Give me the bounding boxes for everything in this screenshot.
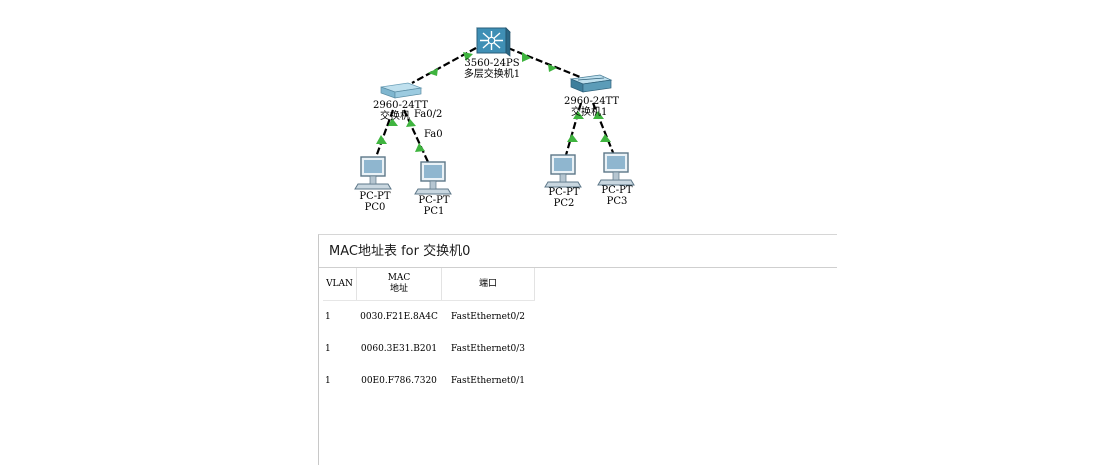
cell-port: FastEthernet0/1 — [450, 376, 526, 386]
table-row[interactable]: 1 0060.3E31.B201 FastEthernet0/3 — [323, 333, 535, 365]
cell-vlan: 1 — [325, 312, 331, 322]
column-header-mac-line2: 地址 — [389, 284, 408, 294]
switch0-model-label: 2960-24TT — [373, 100, 428, 111]
ml-switch-model: 3560-24PS — [464, 58, 519, 69]
pc1-model: PC-PT — [418, 195, 449, 206]
switch1-model-label: 2960-24TT — [564, 96, 619, 107]
switch-icon[interactable] — [380, 82, 423, 99]
cable-ml-switch-switch1[interactable] — [507, 46, 586, 81]
pc-icon[interactable] — [597, 152, 635, 186]
cell-mac: 0030.F21E.8A4C — [360, 312, 438, 322]
link-up-indicator — [567, 134, 578, 142]
cell-mac: 0060.3E31.B201 — [360, 344, 438, 354]
link-up-indicator — [376, 135, 387, 144]
pc1-name: PC1 — [424, 206, 445, 217]
pc-icon[interactable] — [414, 161, 452, 195]
cell-port: FastEthernet0/2 — [450, 312, 526, 322]
cell-vlan: 1 — [325, 344, 331, 354]
link-up-indicator — [522, 52, 531, 62]
cell-port: FastEthernet0/3 — [450, 344, 526, 354]
link-up-indicator — [463, 52, 473, 61]
mac-table-window: MAC地址表 for 交换机0 VLAN MAC 地址 端口 1 0030.F2… — [318, 234, 837, 465]
link-up-indicator — [415, 143, 425, 152]
table-row[interactable]: 1 00E0.F786.7320 FastEthernet0/1 — [323, 365, 535, 397]
link-up-indicator — [388, 118, 398, 126]
link-up-indicator — [428, 68, 438, 76]
pc3-model: PC-PT — [601, 185, 632, 196]
pc2-model: PC-PT — [548, 187, 579, 198]
multilayer-switch-icon[interactable] — [476, 27, 511, 57]
switch-icon[interactable] — [569, 74, 613, 93]
pc0-model: PC-PT — [359, 191, 390, 202]
column-header-vlan[interactable]: VLAN — [323, 268, 357, 301]
table-row[interactable]: 1 0030.F21E.8A4C FastEthernet0/2 — [323, 301, 535, 334]
pc2-name: PC2 — [554, 198, 575, 209]
column-header-mac[interactable]: MAC 地址 — [356, 268, 442, 301]
pc3-name: PC3 — [607, 196, 628, 207]
ml-switch-name: 多层交换机1 — [464, 67, 520, 80]
link-up-indicator — [406, 119, 416, 127]
switch0-name-label: 交换机 — [380, 109, 410, 122]
column-header-port[interactable]: 端口 — [441, 268, 535, 301]
cell-mac: 00E0.F786.7320 — [361, 376, 437, 386]
switch1-name-label: 交换机1 — [571, 105, 607, 118]
mac-table: VLAN MAC 地址 端口 1 0030.F21E.8A4C FastEthe… — [323, 268, 535, 397]
port-label-fa0-2: Fa0/2 — [414, 109, 442, 120]
pc-icon[interactable] — [544, 154, 582, 188]
port-label-fa0: Fa0 — [424, 129, 443, 140]
link-up-indicator — [600, 134, 611, 142]
column-header-mac-line1: MAC — [387, 273, 411, 283]
pc-icon[interactable] — [354, 156, 392, 190]
table-header-row: VLAN MAC 地址 端口 — [323, 268, 535, 301]
mac-table-title: MAC地址表 for 交换机0 — [319, 235, 837, 268]
pc0-name: PC0 — [365, 202, 386, 213]
cable-switch1-pc3[interactable] — [591, 102, 616, 156]
cable-switch0-pc0[interactable] — [374, 109, 395, 158]
network-topology: 3560-24PS 多层交换机1 2960-24TT 交换机 Fa0/2 Fa0… — [354, 27, 635, 217]
link-up-indicator — [593, 111, 604, 119]
link-up-indicator — [573, 111, 584, 119]
link-status-indicators — [376, 52, 611, 152]
cell-vlan: 1 — [325, 376, 331, 386]
link-up-indicator — [548, 64, 557, 72]
cable-switch1-pc2[interactable] — [564, 102, 583, 156]
